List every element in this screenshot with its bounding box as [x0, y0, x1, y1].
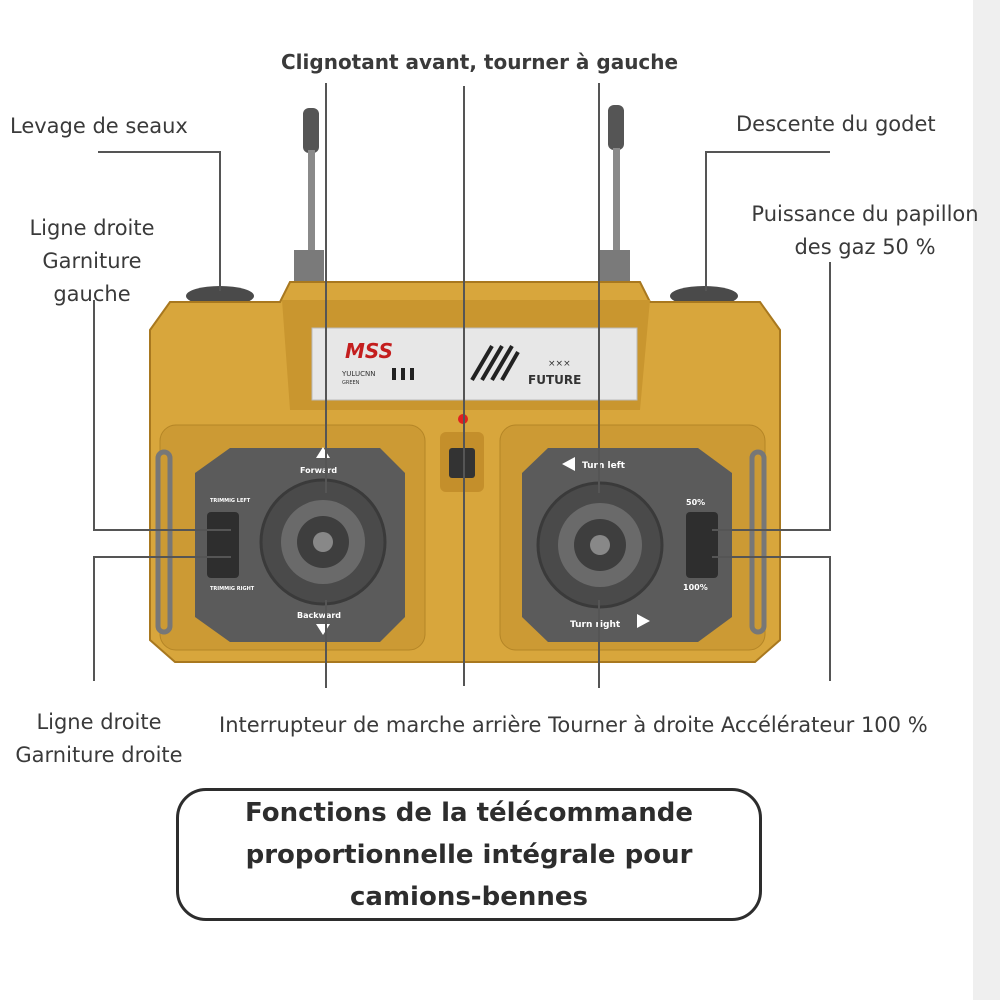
forward-label: Forward: [300, 466, 337, 475]
left-trim-switch: [207, 512, 239, 578]
brand-sub2: GREEN: [342, 380, 360, 386]
side-strip: [973, 0, 1000, 1000]
left-handle: [155, 449, 173, 635]
leader-top-center: [463, 86, 465, 686]
brand-label-plate: MSS YULUCNN GREEN ××× FUTURE: [311, 327, 638, 401]
trim-left-label: TRIMMIG LEFT: [210, 498, 251, 504]
right-throttle-switch: [686, 512, 718, 578]
marks: ×××: [548, 359, 571, 369]
trim-right-label: TRIMMIG RIGHT: [210, 586, 255, 592]
label-front-signal-turn-left: Clignotant avant, tourner à gauche: [281, 50, 679, 74]
right-joystick: [536, 481, 664, 609]
leader-turn-right: [598, 600, 600, 688]
leader-throttle50-h: [712, 529, 831, 531]
turn-left-arrow-icon: [562, 457, 575, 471]
label-trim-right-line1: Ligne droite: [36, 710, 162, 734]
leader-trim-left-h: [93, 529, 231, 531]
label-trim-left-line1: Ligne droite: [29, 216, 155, 240]
stripe-block: [470, 344, 520, 382]
left-joystick: [259, 478, 387, 606]
leader-throttle100-h: [712, 556, 831, 558]
right-antenna: [600, 105, 630, 292]
leader-trim-left-v: [93, 300, 95, 530]
backward-label: Backward: [297, 611, 341, 620]
leader-bucket-lift-h: [98, 151, 220, 153]
label-throttle-50-line1: Puissance du papillon: [751, 202, 979, 226]
turn-right-arrow-icon: [637, 614, 650, 628]
brand-sub: YULUCNN: [341, 370, 375, 378]
leader-backward: [325, 600, 327, 688]
series-label: FUTURE: [528, 373, 581, 387]
diagram-title: Fonctions de la télécommande proportionn…: [176, 788, 762, 921]
throttle-50-label: 50%: [686, 498, 705, 507]
label-throttle-50: Puissance du papillon des gaz 50 %: [742, 198, 988, 264]
leader-throttle50-v: [829, 262, 831, 530]
label-trim-right: Ligne droite Garniture droite: [6, 706, 192, 772]
label-bucket-lift: Levage de seaux: [10, 114, 188, 138]
label-bucket-lower: Descente du godet: [736, 112, 936, 136]
bar-marks: [392, 368, 414, 380]
label-trim-left-line2: Garniture: [42, 249, 142, 273]
reverse-switch: [449, 448, 475, 478]
leader-bucket-lower-h: [705, 151, 830, 153]
label-trim-right-line2: Garniture droite: [15, 743, 183, 767]
leader-trim-right-h: [93, 556, 231, 558]
turn-right-label: Turn right: [570, 620, 621, 630]
leader-bucket-lift-v: [219, 151, 221, 291]
throttle-100-label: 100%: [683, 583, 708, 592]
left-antenna: [294, 108, 324, 292]
leader-bucket-lower-v: [705, 151, 707, 291]
leader-throttle100-v: [829, 556, 831, 681]
right-handle: [749, 449, 767, 635]
leader-turn-left: [598, 83, 600, 493]
brand-logo: MSS: [345, 339, 393, 363]
leader-forward: [325, 83, 327, 493]
label-throttle-50-line2: des gaz 50 %: [794, 235, 936, 259]
turn-left-label: Turn left: [582, 461, 626, 471]
leader-trim-right-v: [93, 556, 95, 681]
label-trim-left: Ligne droite Garniture gauche: [12, 212, 172, 311]
label-trim-left-line3: gauche: [53, 282, 131, 306]
label-bottom-row: Interrupteur de marche arrière Tourner à…: [219, 713, 928, 737]
